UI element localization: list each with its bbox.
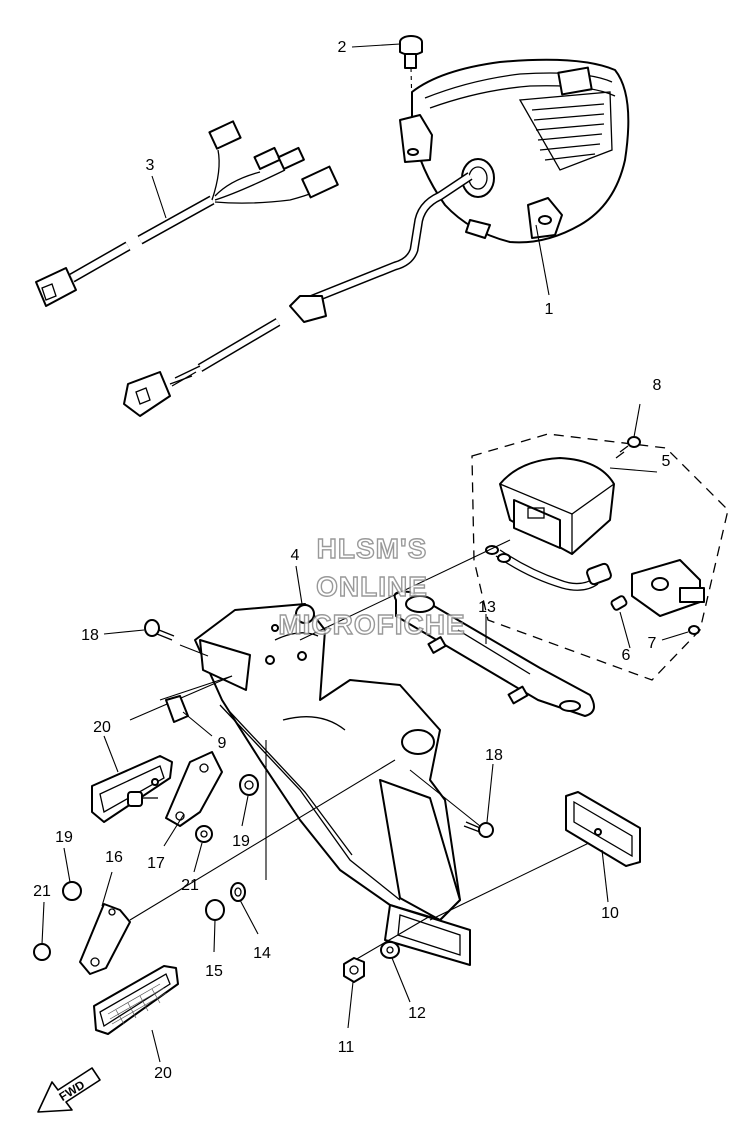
part-11-nut[interactable]	[343, 957, 365, 1029]
callout-3: 3	[146, 157, 155, 174]
part-20-reflector-upper[interactable]	[91, 735, 173, 823]
part-18-bolt-upper[interactable]	[103, 619, 175, 641]
license-bracket	[384, 904, 471, 966]
part-13-stay[interactable]	[393, 590, 595, 717]
part-10-reflector[interactable]	[565, 791, 641, 903]
part-17-bracket[interactable]	[127, 751, 223, 847]
callout-18-upper: 18	[81, 627, 99, 644]
callout-20-upper: 20	[93, 719, 111, 736]
watermark-line-1: HLSM'S	[317, 533, 428, 564]
callout-16: 16	[105, 849, 123, 866]
part-1-tail-light[interactable]	[399, 58, 630, 296]
part-19-collar-upper[interactable]	[239, 774, 259, 827]
callout-14: 14	[253, 945, 271, 962]
callout-13: 13	[478, 599, 496, 616]
callout-21-lower: 21	[33, 883, 51, 900]
callout-19-lower: 19	[55, 829, 73, 846]
part-15-collar[interactable]	[205, 899, 225, 953]
part-8-screw[interactable]	[615, 403, 641, 459]
callout-8: 8	[653, 377, 662, 394]
callout-7: 7	[648, 635, 657, 652]
watermark-line-2: ONLINE	[316, 571, 428, 602]
part-12-washer[interactable]	[380, 941, 411, 1003]
part-18-bolt-lower[interactable]	[463, 763, 494, 838]
callout-15: 15	[205, 963, 223, 980]
callout-5: 5	[662, 453, 671, 470]
callout-4: 4	[291, 547, 300, 564]
callout-numbers: 2 3 1 8 5 4 18 13 6 7 9 20 18 19 17 21 1…	[33, 39, 670, 1082]
callout-21-upper: 21	[181, 877, 199, 894]
part-4-rear-fender[interactable]	[194, 565, 461, 921]
part-6-bulb[interactable]	[485, 545, 631, 649]
part-14-washer[interactable]	[230, 882, 259, 935]
callout-18-lower: 18	[485, 747, 503, 764]
callout-11: 11	[338, 1039, 355, 1056]
callout-6: 6	[622, 647, 631, 664]
fwd-direction-arrow: FWD	[37, 1067, 101, 1113]
part-19-collar-lower[interactable]	[62, 847, 82, 901]
part-21-nut-upper[interactable]	[193, 825, 213, 873]
part-9-clip[interactable]	[165, 695, 213, 737]
watermark-line-3: MICROFICHE	[278, 609, 465, 640]
callout-2: 2	[338, 39, 347, 56]
watermark: HLSM'S ONLINE MICROFICHE	[278, 532, 466, 640]
part-5-license-light[interactable]	[499, 457, 658, 555]
part-2-pin[interactable]	[399, 35, 423, 151]
part-20-reflector-lower[interactable]	[93, 965, 179, 1063]
callout-19-upper: 19	[232, 833, 250, 850]
part-21-nut-lower[interactable]	[33, 901, 51, 961]
callout-20-lower: 20	[154, 1065, 172, 1082]
callout-1: 1	[545, 301, 554, 318]
tail-light-cable	[123, 172, 473, 417]
callout-9: 9	[218, 735, 227, 752]
callout-12: 12	[408, 1005, 426, 1022]
part-3-wire-harness[interactable]	[35, 120, 339, 307]
part-16-bracket[interactable]	[79, 871, 131, 975]
callout-10: 10	[601, 905, 619, 922]
callout-17: 17	[147, 855, 165, 872]
part-7-socket[interactable]	[631, 559, 705, 641]
